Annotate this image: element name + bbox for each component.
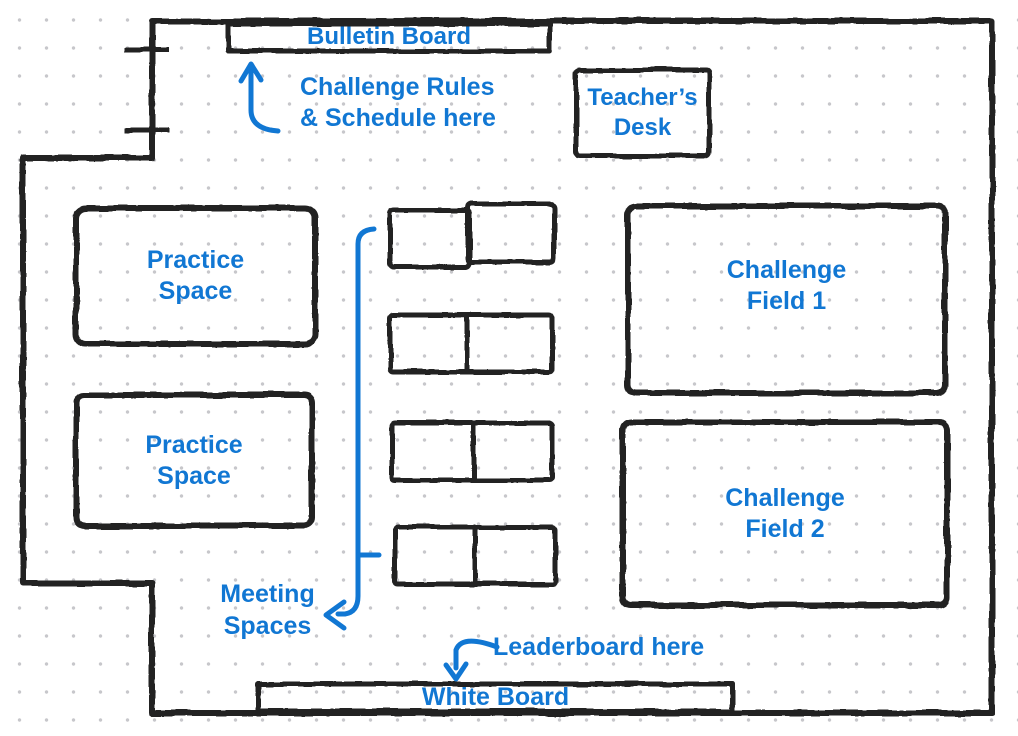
rules-schedule-note: Challenge Rules & Schedule here	[300, 72, 520, 134]
bulletin-board-outline	[225, 21, 553, 54]
down-arrow-icon	[443, 661, 469, 682]
bulletin-board-label: Bulletin Board	[228, 22, 550, 51]
practice-space-1-label: Practice Space	[76, 208, 315, 344]
white-board-text: White Board	[421, 682, 570, 711]
challenge-field-2-line1: Challenge	[725, 483, 845, 512]
bulletin-board-text: Bulletin Board	[306, 23, 471, 50]
rules-note-line1: Challenge Rules	[300, 73, 495, 101]
teachers-desk-outline	[573, 67, 712, 159]
left-arrow-icon	[323, 599, 347, 631]
leaderboard-note-text: Leaderboard here	[493, 632, 705, 661]
practice-space-1-line2: Space	[158, 277, 233, 305]
rules-arrow-shaft	[248, 67, 281, 134]
rules-note-line2: & Schedule here	[300, 104, 496, 132]
teachers-desk-label: Teacher’s Desk	[576, 70, 709, 156]
up-arrow-icon	[238, 61, 264, 84]
practice-space-2-outline	[73, 392, 315, 529]
challenge-field-1-line2: Field 1	[746, 286, 827, 315]
challenge-field-2-line2: Field 2	[745, 514, 825, 543]
room-outer-walls	[20, 18, 995, 716]
teachers-desk-line2: Desk	[613, 114, 672, 141]
practice-space-1-line1: Practice	[146, 246, 245, 274]
leaderboard-arrow-shaft	[453, 638, 500, 671]
meeting-spaces-bracket	[335, 226, 377, 617]
meeting-spaces-line1: Meeting	[220, 580, 315, 608]
meeting-table-2	[387, 312, 555, 375]
practice-space-1-outline	[73, 205, 318, 347]
practice-space-2-line2: Space	[157, 461, 231, 490]
white-board-outline	[255, 681, 736, 714]
challenge-field-1-outline	[625, 203, 948, 396]
leaderboard-note-label: Leaderboard here	[493, 632, 753, 662]
practice-space-2-label: Practice Space	[76, 395, 312, 526]
challenge-field-2-outline	[620, 419, 950, 608]
meeting-table-1-right	[465, 201, 557, 265]
teachers-desk-line1: Teacher’s	[587, 84, 698, 111]
meeting-spaces-line2: Spaces	[223, 612, 312, 640]
practice-space-2-line1: Practice	[145, 430, 243, 459]
challenge-field-1-label: Challenge Field 1	[628, 206, 945, 393]
challenge-field-2-label: Challenge Field 2	[623, 422, 947, 605]
meeting-spaces-label: Meeting Spaces	[200, 578, 335, 642]
white-board-label: White Board	[258, 683, 733, 711]
challenge-field-1-line1: Challenge	[726, 255, 847, 284]
meeting-table-1-left	[387, 207, 473, 270]
